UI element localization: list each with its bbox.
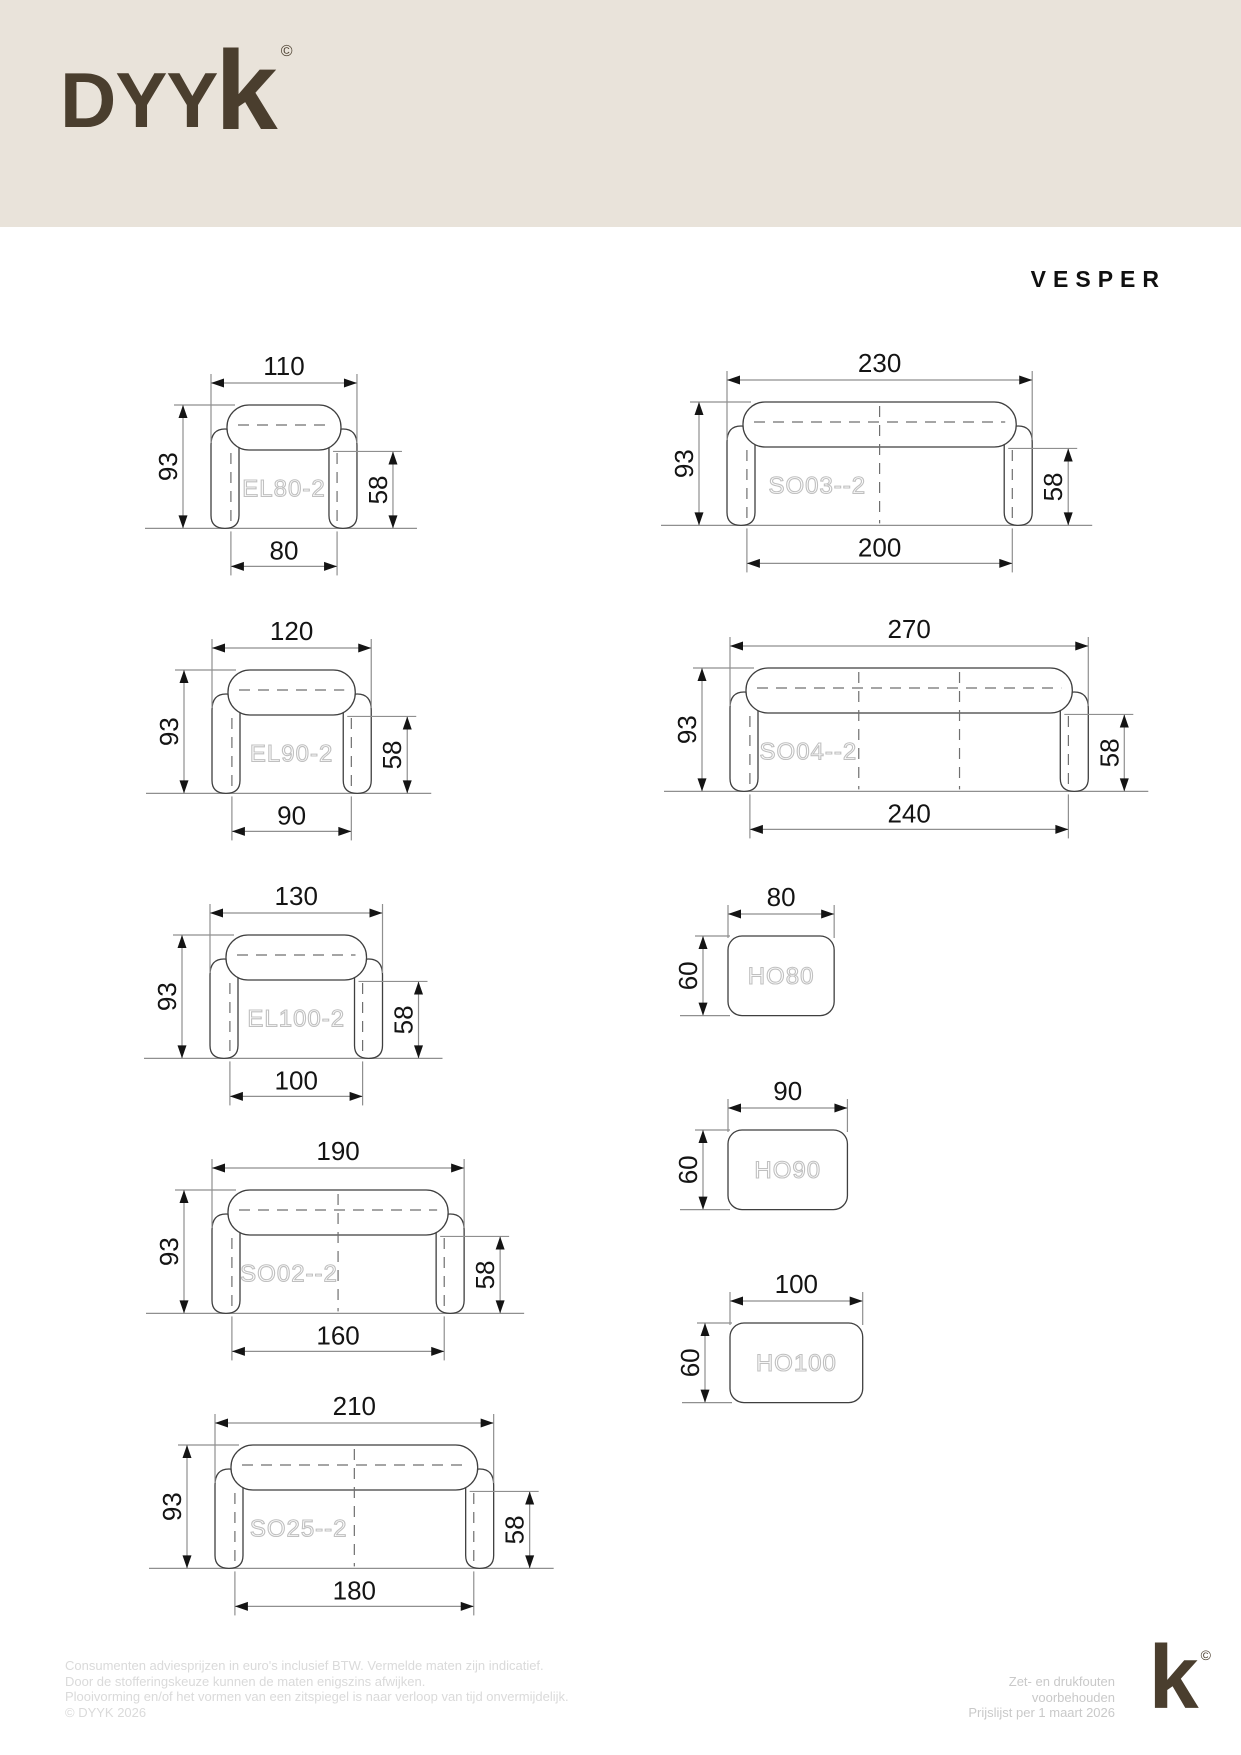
svg-text:240: 240	[887, 798, 930, 828]
copyright-icon: ©	[1200, 1647, 1211, 1663]
svg-text:58: 58	[363, 475, 393, 504]
svg-text:93: 93	[153, 452, 183, 481]
svg-text:80: 80	[270, 535, 299, 565]
footer-line: Door de stofferingskeuze kunnen de maten…	[65, 1673, 426, 1689]
page-title: VESPER	[1030, 266, 1166, 292]
svg-text:58: 58	[470, 1260, 500, 1289]
svg-text:HO90: HO90	[754, 1157, 821, 1184]
svg-text:60: 60	[675, 1348, 705, 1377]
drawing-HO100: 100 60 HO100	[675, 1269, 864, 1404]
svg-text:93: 93	[157, 1492, 187, 1521]
svg-text:58: 58	[389, 1005, 419, 1034]
svg-text:58: 58	[1038, 472, 1068, 501]
svg-text:60: 60	[673, 961, 703, 990]
dyyk-logo: DYY k ©	[60, 28, 292, 153]
drawing-SO25--2: 210 93 58 180 SO25--2	[149, 1391, 554, 1616]
footer-line: Plooivorming en/of het vormen van een zi…	[65, 1689, 569, 1704]
svg-text:93: 93	[669, 449, 699, 478]
svg-text:93: 93	[152, 982, 182, 1011]
svg-text:230: 230	[858, 348, 901, 378]
drawing-HO90: 90 60 HO90	[673, 1076, 849, 1211]
svg-text:SO25--2: SO25--2	[250, 1515, 348, 1542]
svg-text:180: 180	[333, 1575, 376, 1605]
svg-text:100: 100	[775, 1269, 818, 1299]
drawing-EL100-2: 130 93 58 100 EL100-2	[144, 881, 443, 1106]
svg-text:SO02--2: SO02--2	[240, 1260, 338, 1287]
footer-line: Zet- en drukfouten	[1008, 1674, 1115, 1689]
svg-text:58: 58	[377, 740, 407, 769]
drawing-HO80: 80 60 HO80	[673, 882, 835, 1017]
svg-text:90: 90	[773, 1076, 802, 1106]
svg-text:270: 270	[887, 614, 930, 644]
k-logo: k ©	[1148, 1628, 1211, 1728]
svg-text:93: 93	[154, 1237, 184, 1266]
footer-line: voorbehouden	[1031, 1689, 1115, 1705]
k-logo-letter: k	[1148, 1628, 1199, 1728]
footer-line: © DYYK 2026	[65, 1704, 147, 1720]
svg-text:80: 80	[767, 882, 796, 912]
svg-text:SO03--2: SO03--2	[768, 472, 866, 499]
svg-text:EL80-2: EL80-2	[242, 475, 325, 502]
svg-text:90: 90	[277, 800, 306, 830]
footer-line: Prijslijst per 1 maart 2026	[968, 1705, 1115, 1720]
drawing-SO03--2: 230 93 58 200 SO03--2	[661, 348, 1093, 573]
copyright-icon: ©	[280, 43, 293, 60]
svg-text:EL100-2: EL100-2	[247, 1005, 345, 1032]
drawing-EL90-2: 120 93 58 90 EL90-2	[146, 616, 432, 841]
svg-text:93: 93	[154, 717, 184, 746]
drawing-SO04--2: 270 93 58 240 SO04--2	[664, 614, 1149, 839]
header: DYY k ©	[0, 0, 1241, 227]
svg-text:93: 93	[672, 715, 702, 744]
svg-text:110: 110	[263, 351, 304, 381]
footer-line: Consumenten adviesprijzen in euro's incl…	[65, 1658, 544, 1673]
dyyk-logo-caps: DYY	[60, 55, 218, 144]
svg-text:120: 120	[270, 616, 313, 646]
svg-text:58: 58	[500, 1515, 530, 1544]
svg-text:SO04--2: SO04--2	[760, 738, 858, 765]
svg-text:60: 60	[673, 1155, 703, 1184]
dyyk-logo-k: k	[215, 28, 278, 153]
drawing-EL80-2: 110 93 58 80 EL80-2	[145, 351, 417, 576]
svg-text:100: 100	[275, 1065, 318, 1095]
svg-text:58: 58	[1094, 738, 1124, 767]
svg-text:HO100: HO100	[756, 1350, 837, 1377]
svg-text:200: 200	[858, 532, 901, 562]
svg-text:190: 190	[316, 1136, 359, 1166]
svg-text:EL90-2: EL90-2	[250, 740, 333, 767]
svg-text:160: 160	[316, 1320, 359, 1350]
footer-note: Zet- en drukfouten voorbehouden Prijslij…	[968, 1674, 1115, 1721]
svg-text:130: 130	[275, 881, 318, 911]
drawing-SO02--2: 190 93 58 160 SO02--2	[146, 1136, 525, 1361]
svg-text:HO80: HO80	[748, 963, 815, 990]
svg-text:210: 210	[333, 1391, 376, 1421]
footer-disclaimer: Consumenten adviesprijzen in euro's incl…	[65, 1658, 569, 1720]
